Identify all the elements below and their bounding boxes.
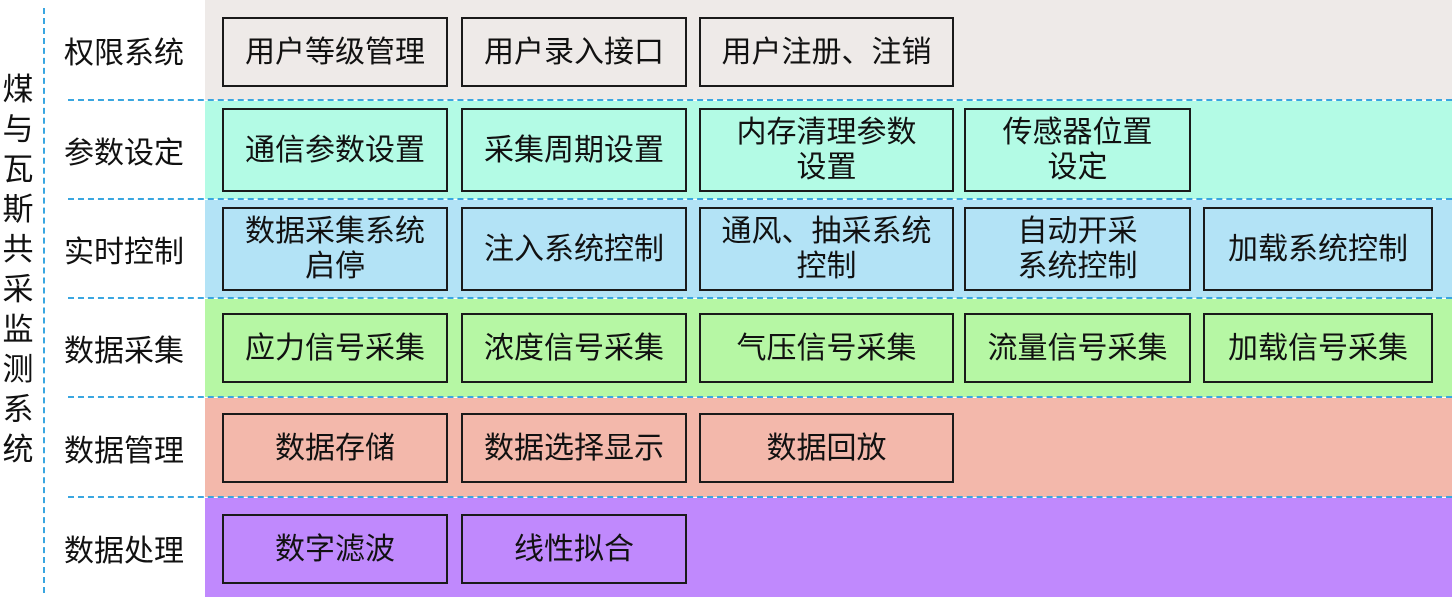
module-box: 通风、抽采系统控制 <box>699 207 954 291</box>
layer-label-processing: 数据处理 <box>64 533 184 569</box>
module-box: 注入系统控制 <box>461 207 687 291</box>
title-char: 煤 <box>2 72 34 108</box>
layer-label-parameter: 参数设定 <box>64 136 184 171</box>
layer-divider <box>68 496 1452 498</box>
title-char: 测 <box>2 352 34 388</box>
layer-label-control: 实时控制 <box>64 235 184 270</box>
module-box: 用户等级管理 <box>222 17 448 87</box>
module-box: 通信参数设置 <box>222 108 448 192</box>
module-box: 加载信号采集 <box>1203 313 1433 383</box>
layer-divider <box>68 297 1452 299</box>
title-char: 共 <box>2 232 34 268</box>
module-box: 线性拟合 <box>461 514 687 584</box>
system-title: 煤与瓦斯共采监测系统 <box>0 70 36 470</box>
module-box: 用户录入接口 <box>461 17 687 87</box>
module-box: 数据存储 <box>222 413 448 483</box>
layer-divider <box>68 198 1452 200</box>
title-char: 与 <box>2 112 34 148</box>
module-box: 数据采集系统启停 <box>222 207 448 291</box>
module-box: 传感器位置设定 <box>964 108 1191 192</box>
module-box: 数字滤波 <box>222 514 448 584</box>
module-box: 数据回放 <box>699 413 954 483</box>
title-char: 瓦 <box>2 152 34 188</box>
title-char: 监 <box>2 312 34 348</box>
title-char: 采 <box>2 272 34 308</box>
module-box: 自动开采系统控制 <box>964 207 1191 291</box>
module-box: 流量信号采集 <box>964 313 1191 383</box>
layer-divider <box>68 99 1452 101</box>
module-box: 用户注册、注销 <box>699 17 954 87</box>
title-char: 系 <box>2 392 34 428</box>
layer-label-acquisition: 数据采集 <box>64 334 184 369</box>
title-divider <box>43 8 45 593</box>
title-char: 统 <box>2 432 34 468</box>
module-box: 加载系统控制 <box>1203 207 1433 291</box>
layer-divider <box>68 396 1452 398</box>
module-box: 浓度信号采集 <box>461 313 687 383</box>
title-char: 斯 <box>2 192 34 228</box>
module-box: 内存清理参数设置 <box>699 108 954 192</box>
layer-label-management: 数据管理 <box>64 433 184 469</box>
module-box: 数据选择显示 <box>461 413 687 483</box>
module-box: 应力信号采集 <box>222 313 448 383</box>
layer-label-permission: 权限系统 <box>64 36 184 71</box>
module-box: 气压信号采集 <box>699 313 954 383</box>
module-box: 采集周期设置 <box>461 108 687 192</box>
